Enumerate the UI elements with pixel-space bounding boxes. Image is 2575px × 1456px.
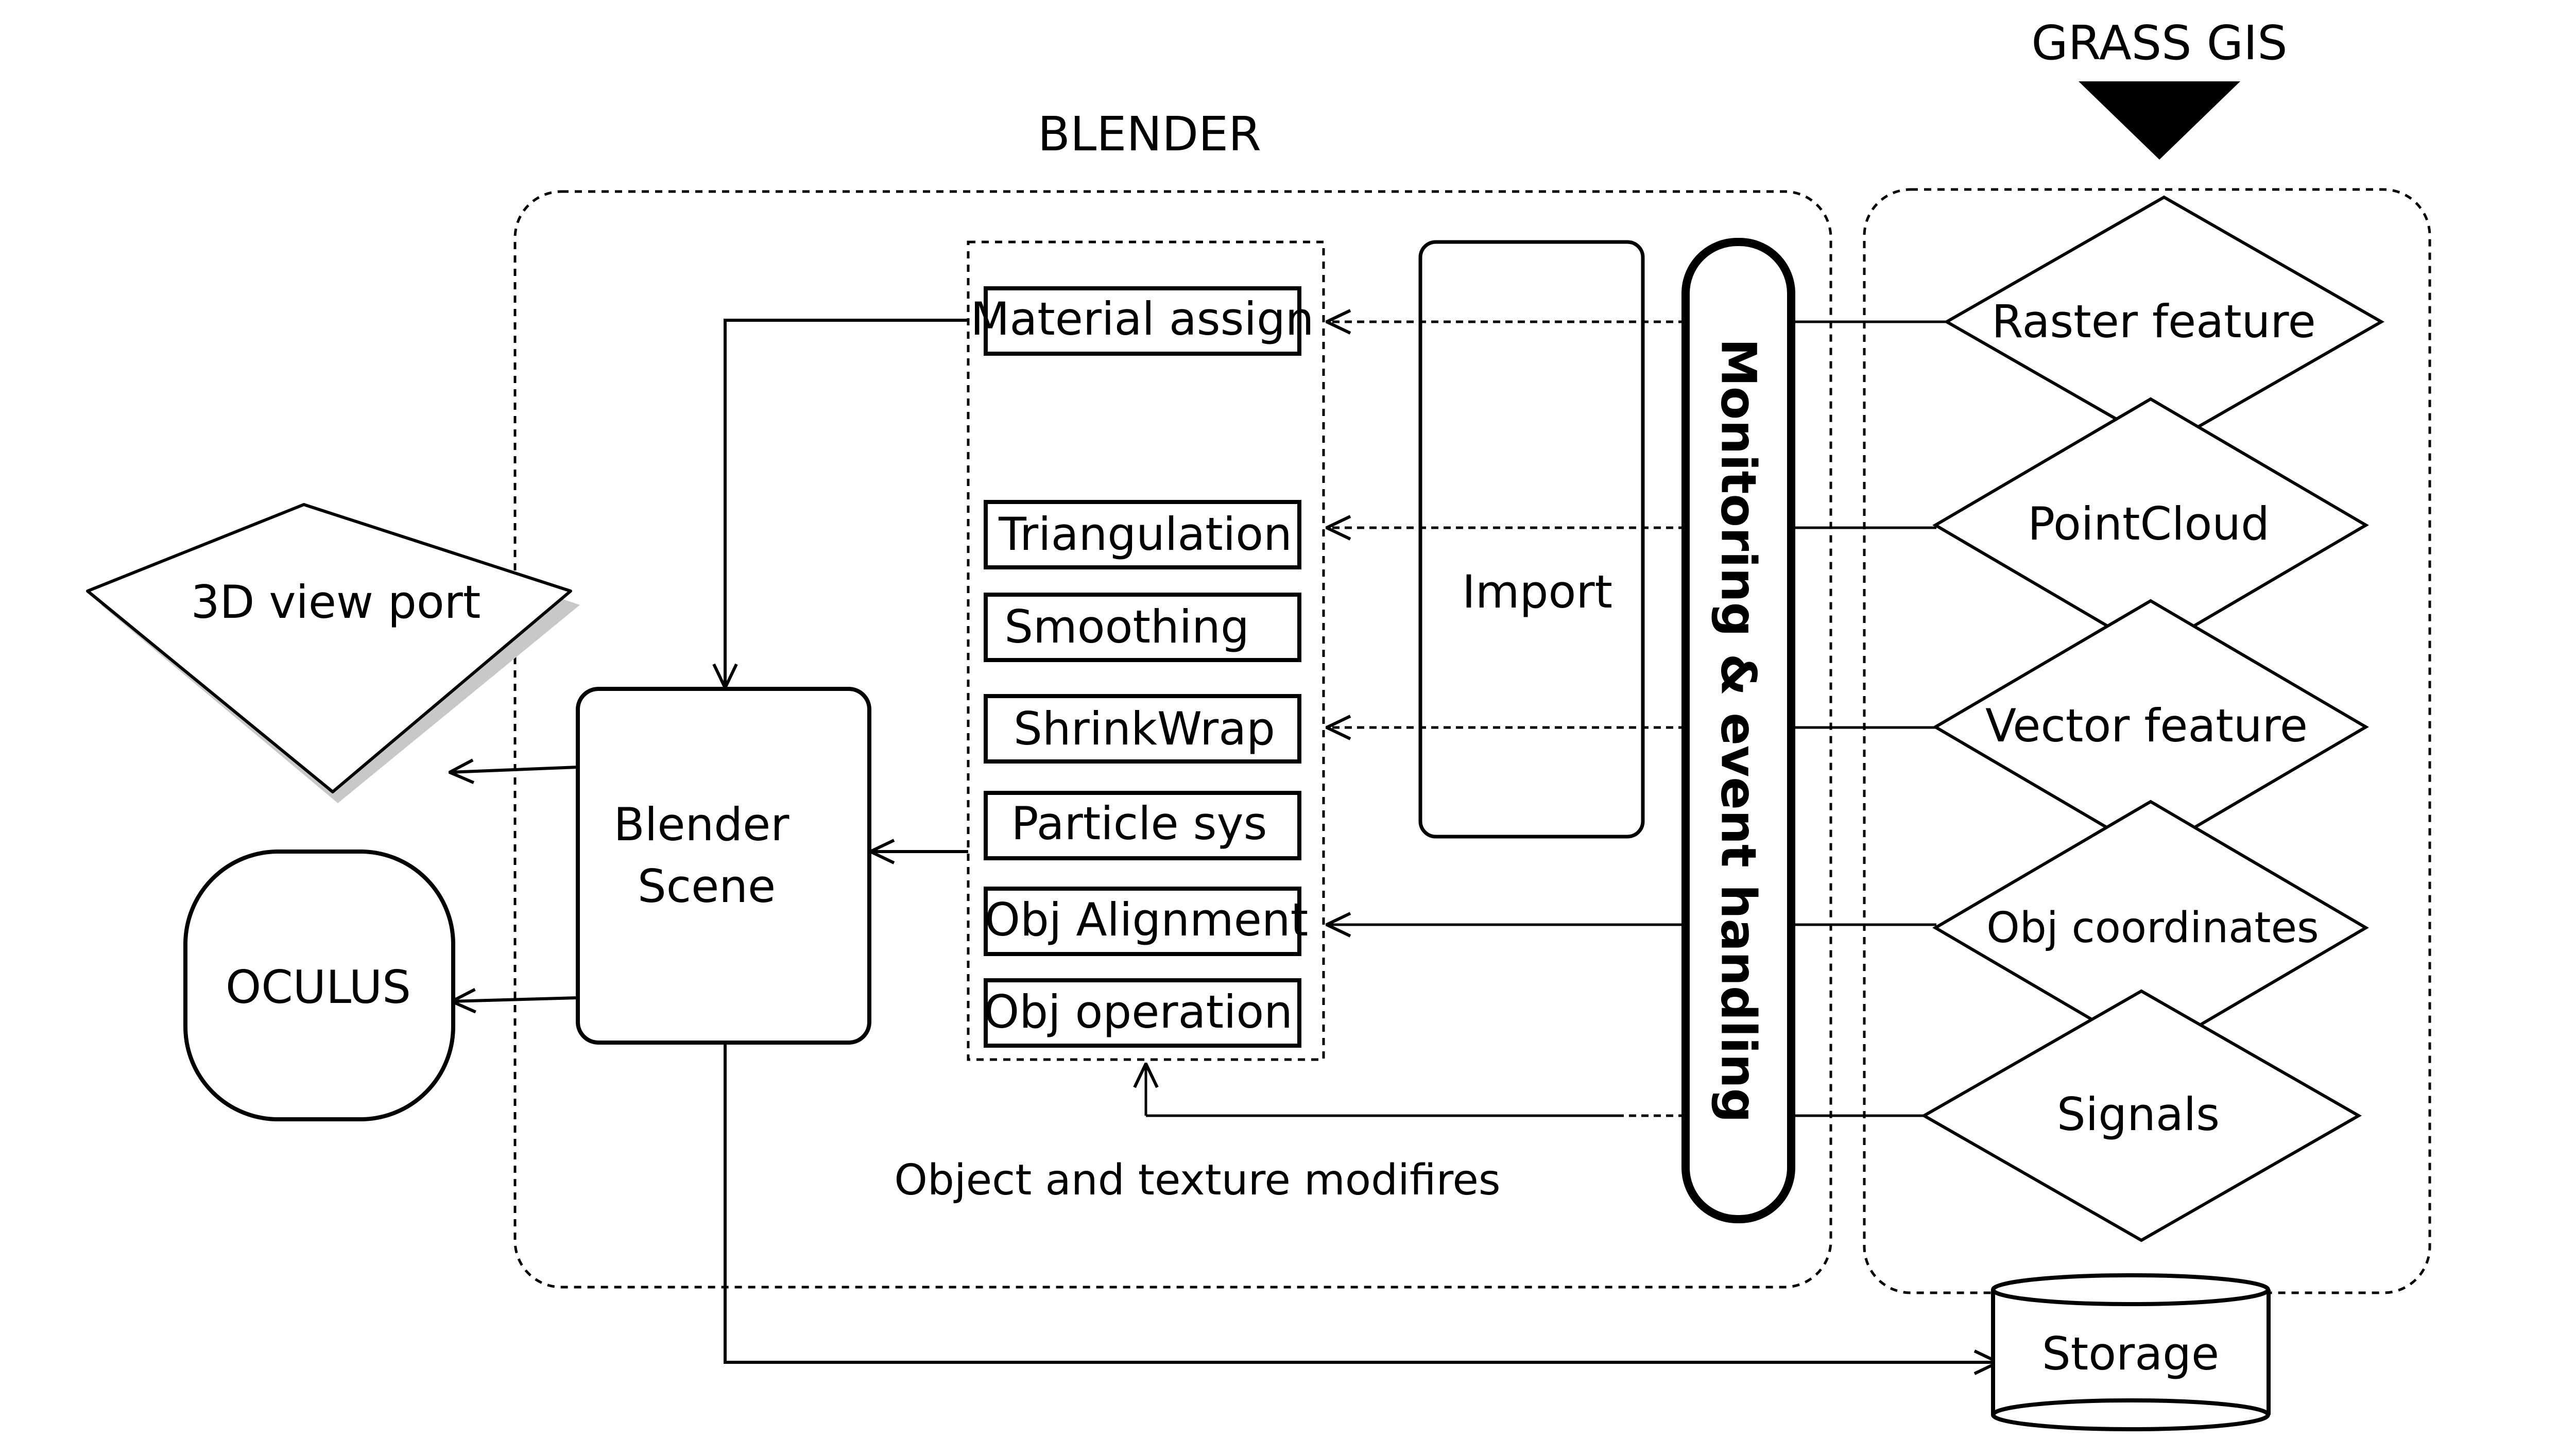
svg-text:Signals: Signals [2057, 1088, 2220, 1141]
svg-text:Vector feature: Vector feature [1985, 699, 2308, 752]
svg-text:Triangulation: Triangulation [998, 508, 1292, 561]
svg-text:OCULUS: OCULUS [226, 961, 411, 1014]
modifier-triangulation: Triangulation [984, 500, 1301, 569]
svg-text:Obj Alignment: Obj Alignment [985, 893, 1308, 946]
svg-text:Particle sys: Particle sys [1011, 797, 1267, 850]
grass-input-triangle-icon [2079, 81, 2240, 160]
import-box: Import [1418, 240, 1645, 839]
scene-connectors [450, 319, 1998, 1362]
svg-text:PointCloud: PointCloud [2028, 497, 2270, 550]
svg-text:Obj coordinates: Obj coordinates [1986, 904, 2319, 952]
grass-vector-feature: Vector feature [1932, 599, 2369, 855]
svg-text:Storage: Storage [2042, 1327, 2219, 1380]
blender-scene-box: Blender Scene [576, 687, 871, 1045]
modifier-obj-alignment: Obj Alignment [984, 887, 1308, 956]
modifiers-group-boundary [967, 240, 1325, 1061]
modifier-material-assign: Material assign [970, 286, 1314, 356]
modifier-particle-sys: Particle sys [984, 791, 1301, 860]
grass-gis-title: GRASS GIS [2031, 15, 2287, 71]
grass-raster-feature: Raster feature [1943, 195, 2385, 448]
svg-text:Raster feature: Raster feature [1992, 295, 2316, 348]
oculus-box: OCULUS [183, 850, 455, 1121]
grass-pointcloud: PointCloud [1932, 397, 2369, 653]
svg-text:Material assign: Material assign [970, 292, 1314, 345]
modifier-smoothing: Smoothing [984, 593, 1301, 662]
storage-cylinder: Storage [1991, 1273, 2271, 1431]
svg-text:3D view port: 3D view port [191, 576, 481, 629]
svg-text:Blender: Blender [614, 798, 790, 851]
grass-obj-coordinates: Obj coordinates [1932, 800, 2369, 1056]
modifier-obj-operation: Obj operation [984, 978, 1301, 1048]
svg-text:ShrinkWrap: ShrinkWrap [1014, 702, 1275, 755]
svg-text:Obj operation: Obj operation [984, 985, 1293, 1038]
svg-text:Import: Import [1462, 565, 1612, 618]
monitoring-event-handling-bar: Monitoring & event handling [1681, 238, 1795, 1223]
modifiers-caption: Object and texture modifires [894, 1156, 1500, 1205]
grass-signals: Signals [1920, 989, 2362, 1242]
svg-text:Smoothing: Smoothing [1004, 600, 1249, 653]
svg-text:Monitoring & event handling: Monitoring & event handling [1710, 338, 1766, 1123]
blender-group-boundary [513, 190, 1832, 1289]
modifier-shrinkwrap: ShrinkWrap [984, 694, 1301, 764]
blender-title: BLENDER [1038, 107, 1261, 162]
svg-text:Scene: Scene [638, 860, 776, 913]
3d-viewport-shape: 3D view port [86, 503, 580, 803]
